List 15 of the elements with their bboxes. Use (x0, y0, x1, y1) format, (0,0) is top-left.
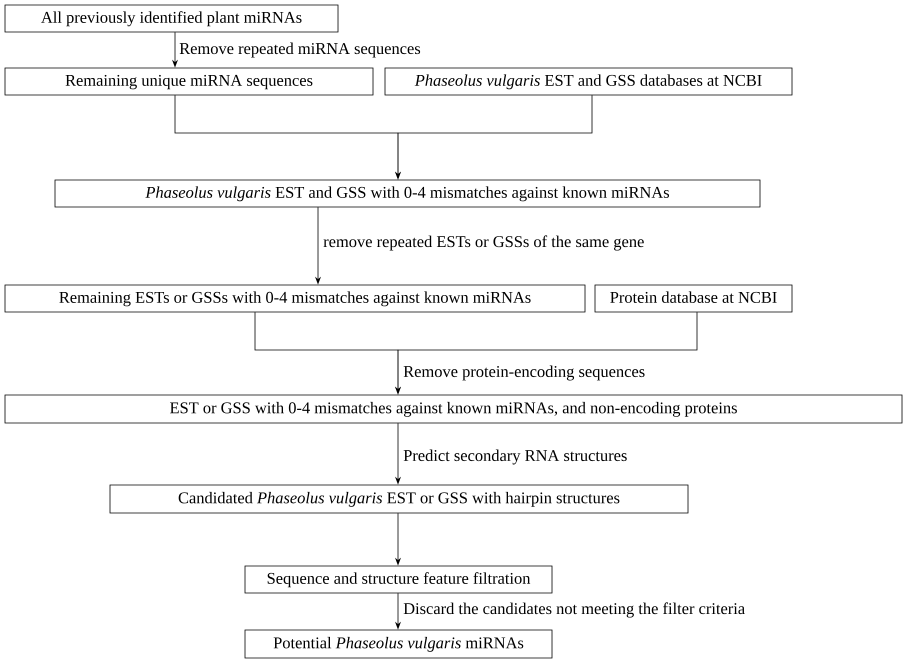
process-box: Phaseolus vulgaris EST and GSS with 0-4 mismatches against known miRNAs (54, 180, 760, 208)
process-box: Candidated Phaseolus vulgaris EST or GSS with hairpin structures (110, 484, 688, 514)
edge-label: Predict secondary RNA structures (402, 448, 628, 466)
process-box: Remaining unique miRNA sequences (4, 68, 374, 96)
process-box: Sequence and structure feature filtration (244, 566, 552, 594)
process-box: Potential Phaseolus vulgaris miRNAs (244, 630, 552, 658)
process-box: Phaseolus vulgaris EST and GSS databases at NCBI (384, 68, 792, 96)
process-box: Protein database at NCBI (594, 284, 792, 312)
edge-label: Remove repeated miRNA sequences (178, 42, 422, 58)
edge-label: Remove protein-encoding sequences (402, 364, 646, 382)
process-box: Remaining ESTs or GSSs with 0-4 mismatches against known miRNAs (4, 284, 586, 312)
process-box: EST or GSS with 0-4 mismatches against known miRNAs, and non-encoding proteins (4, 394, 902, 424)
edge-label: Discard the candidates not meeting the filter criteria (402, 601, 746, 619)
edge-label: remove repeated ESTs or GSSs of the same gene (322, 234, 646, 252)
process-box: All previously identified plant miRNAs (4, 4, 338, 32)
